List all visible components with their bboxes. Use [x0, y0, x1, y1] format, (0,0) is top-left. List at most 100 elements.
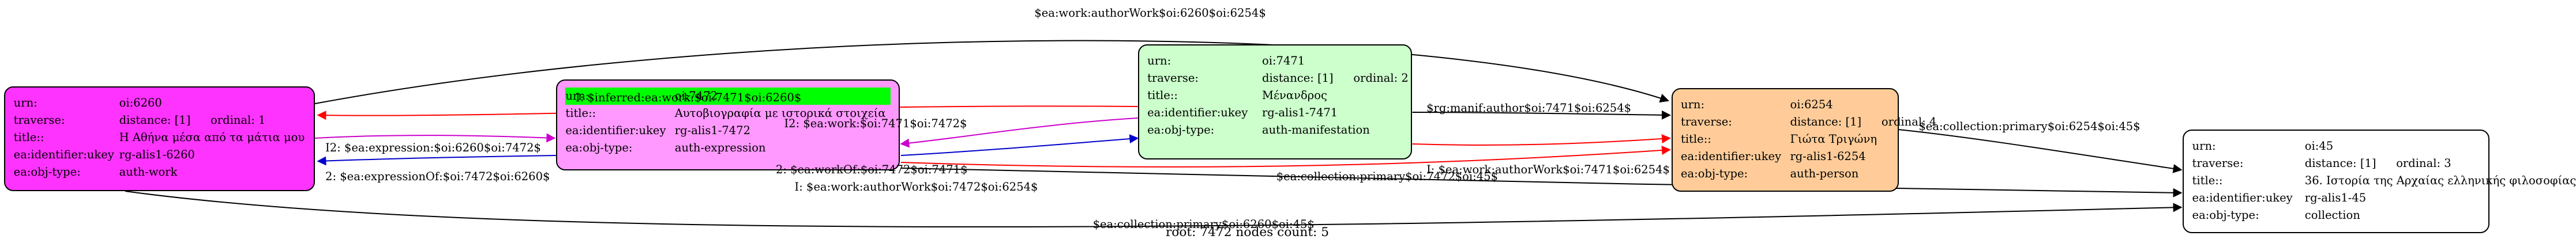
edge-label: $rg:manif:author$oi:7471$oi:6254$ [1426, 101, 1632, 115]
node-field-row: traverse: distance: [1] ordinal: 2 [1147, 70, 1409, 87]
node-field-value: rg-alis1-7472 [674, 124, 751, 137]
node-field-value: rg-alis1-6260 [119, 148, 195, 161]
node-field-value: 36. Ιστορία της Αρχαίας ελληνικής φιλοσο… [2304, 174, 2576, 187]
node-field-key: ea:obj-type: [1147, 123, 1215, 136]
node-field-value: Αυτοβιογραφία με ιστορικά στοιχεία [674, 107, 886, 120]
node-field-key: title:: [1681, 132, 1711, 146]
node-field-row: urn: oi:6260 [14, 94, 306, 112]
graph-canvas [125, 40, 2183, 228]
node-field-row: urn: oi:7472 [565, 88, 891, 105]
graph-edge [1412, 110, 1671, 120]
graph-edge [1412, 134, 1671, 146]
edge-label: $ea:work:authorWork$oi:6260$oi:6254$ [1034, 6, 1266, 20]
node-field-value: Η Αθήνα μέσα από τα μάτια μου [119, 131, 305, 144]
node-field-row: ea:identifier:ukey rg-alis1-6260 [14, 146, 306, 164]
node-field-row: traverse: distance: [1] ordinal: 4 [1681, 113, 1936, 131]
node-field-ordinal: ordinal: 1 [211, 113, 266, 127]
node-field-value: collection [2304, 208, 2360, 222]
node-field-value: oi:7472 [674, 89, 718, 102]
edge-label: I: $inferred:ea:work:$oi:7471$oi:6260$ [575, 91, 802, 104]
edge-layer [125, 40, 2183, 228]
node-field-value: rg-alis1-6254 [1790, 150, 1866, 163]
node-field-key: ea:identifier:ukey [13, 148, 114, 161]
node-field-key: title:: [565, 107, 596, 120]
graph-edge [314, 133, 556, 143]
node-field-row: traverse:distance: [1]ordinal: 3 [2192, 155, 2480, 172]
edge-label: I: $ea:work:authorWork$oi:7471$oi:6254$ [1426, 163, 1670, 176]
edge-label: 2: $ea:workOf:$oi:7472$oi:7471$ [776, 163, 968, 176]
node-field-value: rg-alis1-7471 [1261, 106, 1338, 119]
node-field-key: title:: [2192, 174, 2223, 187]
graph-node-45[interactable]: urn: oi:45 traverse:distance: [1]ordinal: … [2183, 130, 2576, 233]
node-field-row: title::Μένανδρος [1147, 87, 1403, 104]
edge-label: $ea:collection:primary$oi:6254$oi:45$ [1918, 120, 2141, 133]
node-field-row: traverse: distance: [1] ordinal: 1 [14, 112, 306, 129]
node-field-row: title::36. Ιστορία της Αρχαίας ελληνικής… [2192, 172, 2576, 189]
node-field-row: urn: oi:45 [2192, 138, 2480, 155]
node-field-row: title::Η Αθήνα μέσα από τα μάτια μου [14, 129, 306, 146]
graph-edge [900, 146, 1671, 168]
edge-label: I2: $ea:work:$oi:7471$oi:7472$ [784, 117, 967, 130]
node-field-key: urn: [13, 96, 37, 109]
node-field-key: urn: [2192, 139, 2216, 153]
node-field-key: traverse: [13, 113, 65, 127]
node-field-value: Γιώτα Τριγώνη [1790, 132, 1877, 146]
node-field-key: ea:obj-type: [565, 141, 633, 154]
node-field-value: auth-person [1790, 167, 1859, 180]
node-field-row: title::Γιώτα Τριγώνη [1681, 131, 1889, 148]
node-field-value: distance: [1] [1790, 115, 1862, 128]
graph-edge [1898, 129, 2183, 173]
node-field-value: auth-work [119, 165, 178, 178]
node-field-value: Μένανδρος [1261, 89, 1327, 102]
node-field-row: ea:identifier:ukey rg-alis1-45 [2192, 189, 2480, 207]
node-field-ordinal: ordinal: 4 [1881, 115, 1937, 128]
node-field-ordinal: ordinal: 3 [2396, 157, 2451, 170]
node-field-row: ea:obj-type: auth-work [14, 164, 306, 181]
node-field-key: traverse: [1147, 71, 1199, 85]
node-field-row: title::Αυτοβιογραφία με ιστορικά στοιχεί… [565, 105, 891, 122]
graph-edge [314, 40, 1670, 104]
node-field-value: distance: [1] [119, 113, 191, 127]
node-field-key: title:: [1147, 89, 1178, 102]
node-field-row: ea:obj-type: auth-person [1681, 165, 1889, 183]
node-field-value: oi:7471 [1261, 54, 1305, 67]
node-field-value: rg-alis1-45 [2304, 191, 2367, 204]
graph-edge [125, 191, 2183, 228]
node-field-value: oi:6254 [1790, 98, 1833, 111]
graph-edge [900, 134, 1139, 156]
node-field-value: oi:45 [2304, 139, 2334, 153]
node-field-row: ea:obj-type: auth-expression [565, 139, 891, 157]
graph-edge [900, 168, 2183, 197]
node-field-value: auth-manifestation [1261, 123, 1370, 136]
edge-label: 2: $ea:expressionOf:$oi:7472$oi:6260$ [325, 170, 550, 183]
node-field-key: ea:obj-type: [13, 165, 81, 178]
edge-label: I: $ea:work:authorWork$oi:7472$oi:6254$ [794, 180, 1038, 193]
node-field-key: traverse: [1681, 115, 1732, 128]
graph-edge [900, 117, 1138, 148]
graph-node-6260[interactable]: urn: oi:6260 traverse: distance: [1] ordinal… [4, 86, 315, 191]
node-field-value: oi:6260 [119, 96, 162, 109]
node-field-row: ea:obj-type: auth-manifestation [1147, 121, 1403, 139]
node-field-row: ea:obj-type:collection [2192, 207, 2480, 224]
node-field-key: urn: [565, 89, 589, 102]
edge-label: I2: $ea:expression:$oi:6260$oi:7472$ [325, 141, 541, 154]
node-field-value: auth-expression [674, 141, 766, 154]
node-field-key: ea:identifier:ukey [2192, 191, 2293, 204]
node-field-key: title:: [13, 131, 44, 144]
node-field-key: traverse: [2192, 157, 2244, 170]
node-field-value: distance: [1] [1261, 71, 1334, 85]
node-field-key: ea:obj-type: [1681, 167, 1748, 180]
graph-footer: root: 7472 nodes count: 5 [1165, 225, 1330, 240]
node-field-row: urn:oi:7471 [1147, 52, 1403, 70]
edge-label: $ea:collection:primary$oi:6260$oi:45$ [1092, 218, 1315, 231]
node-field-key: urn: [1681, 98, 1705, 111]
edge-label: $ea:collection:primary$oi:7472$oi:45$ [1276, 170, 1498, 183]
node-field-ordinal: ordinal: 2 [1353, 71, 1409, 85]
node-field-row: urn: oi:6254 [1681, 96, 1889, 113]
graph-edge [317, 155, 556, 166]
graph-node-6254[interactable]: urn: oi:6254 traverse: distance: [1] ordinal… [1671, 88, 1936, 192]
